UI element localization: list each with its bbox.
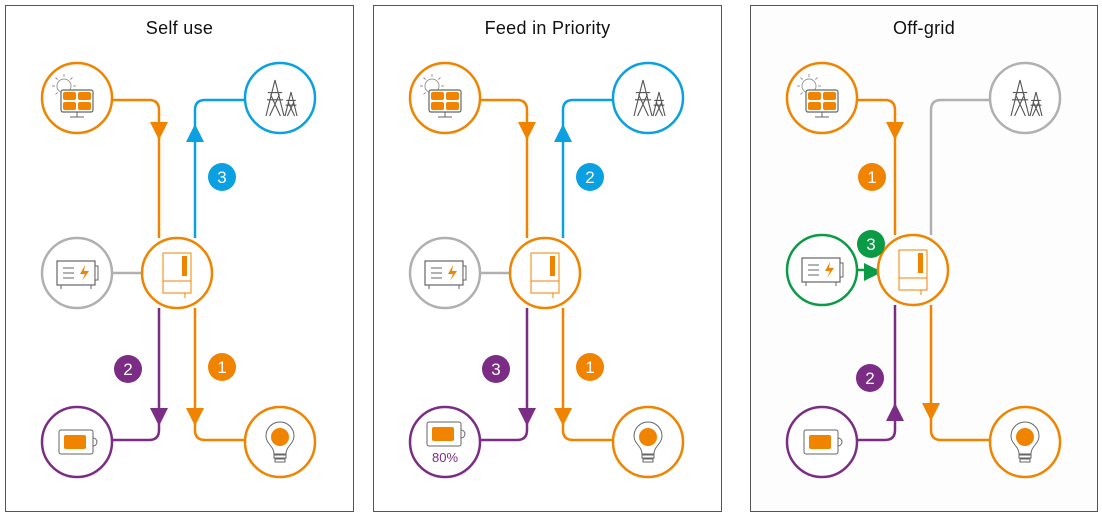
inverter-grid-line xyxy=(193,98,245,238)
step-badge: 1 xyxy=(208,353,236,381)
step-badge: 3 xyxy=(482,355,510,383)
battery-icon xyxy=(58,429,98,455)
panel-self-use: Self use 3 2 1 xyxy=(5,5,354,512)
generator-node xyxy=(40,236,114,310)
panel-title: Self use xyxy=(145,18,214,38)
solar-node xyxy=(40,61,114,135)
arrow-down-icon xyxy=(518,122,536,140)
svg-text:2: 2 xyxy=(585,168,594,187)
generator-node xyxy=(785,233,859,307)
arrow-down-icon xyxy=(922,403,940,421)
step-badge: 3 xyxy=(208,163,236,191)
light-bulb-icon xyxy=(265,421,295,463)
arrow-up-icon xyxy=(886,403,904,421)
grid-node xyxy=(988,61,1062,135)
step-badge: 1 xyxy=(576,353,604,381)
battery-node: 80% xyxy=(408,405,482,479)
power-grid-tower-icon xyxy=(633,79,666,117)
light-bulb-icon xyxy=(1010,421,1040,463)
load-node xyxy=(611,405,685,479)
inverter-load-line xyxy=(193,308,245,442)
grid-node xyxy=(243,61,317,135)
solar-node xyxy=(785,61,859,135)
step-badge: 1 xyxy=(858,163,886,191)
power-flow-diagram: 1 3 2 xyxy=(785,61,1062,479)
pv-to-inverter-line xyxy=(480,98,529,238)
power-flow-diagram: 80% 2 3 1 xyxy=(408,61,685,479)
solar-node xyxy=(408,61,482,135)
generator-icon xyxy=(56,260,99,289)
solar-panel-icon xyxy=(52,74,94,118)
step-badge: 3 xyxy=(857,230,885,258)
inverter-node xyxy=(876,233,950,307)
power-flow-diagram: 3 2 1 xyxy=(40,61,317,479)
power-grid-tower-icon xyxy=(265,79,298,117)
svg-text:1: 1 xyxy=(217,358,226,377)
svg-text:1: 1 xyxy=(585,358,594,377)
panel-feed-in-priority: Feed in Priority 80% 2 3 1 xyxy=(373,5,722,512)
solar-panel-icon xyxy=(797,74,839,118)
panel-title: Feed in Priority xyxy=(484,18,611,38)
panel-title: Off-grid xyxy=(892,18,956,38)
arrow-down-icon xyxy=(150,122,168,140)
arrow-down-icon xyxy=(518,408,536,426)
arrow-down-icon xyxy=(554,408,572,426)
inverter-node xyxy=(508,236,582,310)
arrow-up-icon xyxy=(554,124,572,142)
light-bulb-icon xyxy=(633,421,663,463)
generator-icon xyxy=(801,257,844,286)
svg-text:2: 2 xyxy=(865,369,874,388)
inverter-battery-line xyxy=(112,308,161,442)
load-node xyxy=(988,405,1062,479)
load-node xyxy=(243,405,317,479)
inverter-load-line xyxy=(561,308,613,442)
inverter-icon xyxy=(898,249,928,295)
inverter-battery-line xyxy=(857,305,897,442)
inverter-load-line xyxy=(929,305,990,442)
battery-node xyxy=(40,405,114,479)
solar-panel-icon xyxy=(420,74,462,118)
generator-node xyxy=(408,236,482,310)
step-badge: 2 xyxy=(576,163,604,191)
power-grid-tower-icon xyxy=(1010,79,1043,117)
pv-to-inverter-line xyxy=(112,98,161,238)
svg-text:2: 2 xyxy=(123,360,132,379)
panel-off-grid: Off-grid 1 3 2 xyxy=(750,5,1098,512)
svg-text:3: 3 xyxy=(217,168,226,187)
inverter-grid-line xyxy=(561,98,613,238)
battery-node xyxy=(785,405,859,479)
svg-text:3: 3 xyxy=(866,235,875,254)
arrow-right-icon xyxy=(864,263,882,281)
step-badge: 2 xyxy=(856,364,884,392)
inverter-icon xyxy=(162,252,192,298)
grid-node xyxy=(611,61,685,135)
svg-text:3: 3 xyxy=(491,360,500,379)
inverter-icon xyxy=(530,252,560,298)
battery-level-label: 80% xyxy=(432,450,458,465)
inverter-node xyxy=(140,236,214,310)
arrow-down-icon xyxy=(186,408,204,426)
arrow-down-icon xyxy=(150,408,168,426)
inverter-battery-line xyxy=(480,308,529,442)
arrow-down-icon xyxy=(886,122,904,140)
arrow-up-icon xyxy=(186,124,204,142)
battery-icon xyxy=(803,429,843,455)
inverter-grid-line xyxy=(929,98,990,235)
pv-to-inverter-line xyxy=(857,98,897,235)
step-badge: 2 xyxy=(114,355,142,383)
generator-icon xyxy=(424,260,467,289)
svg-text:1: 1 xyxy=(867,168,876,187)
battery-icon xyxy=(426,421,466,447)
